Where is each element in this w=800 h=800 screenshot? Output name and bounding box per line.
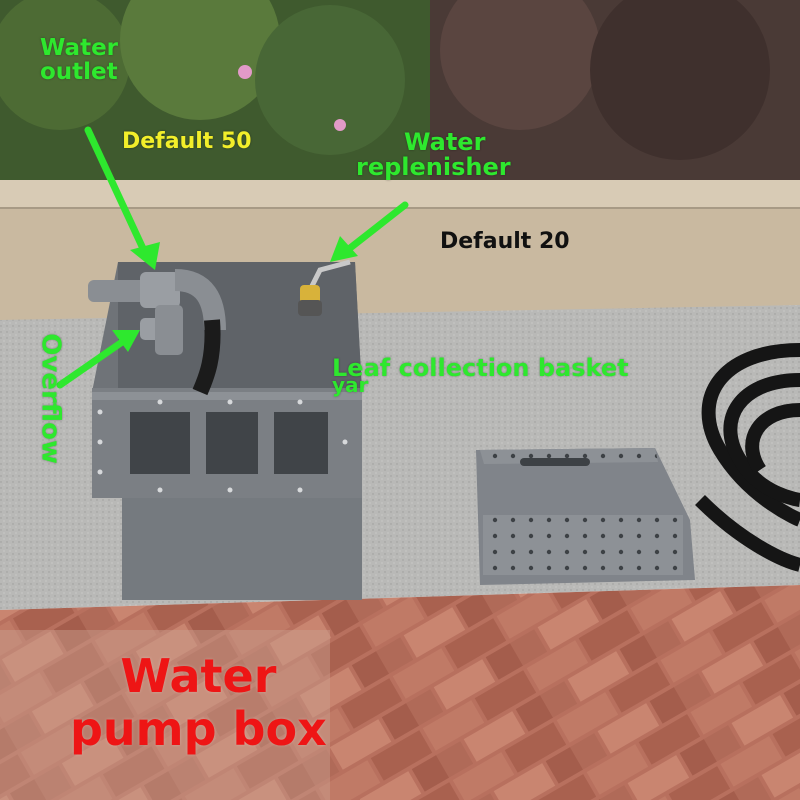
label-leaf-basket-line1: Leaf collection basket bbox=[332, 354, 629, 382]
arrow-to-replenisher bbox=[341, 201, 409, 256]
label-water-replenisher-line1: Water bbox=[404, 128, 486, 156]
label-water-replenisher-line2: replenisher bbox=[356, 153, 511, 182]
title-line2: pump box bbox=[70, 701, 327, 756]
label-default-20: Default 20 bbox=[440, 229, 570, 254]
label-leaf-collection-basket: Leaf collection basket yar bbox=[332, 354, 629, 398]
pump-box bbox=[88, 259, 362, 600]
coiled-hose bbox=[695, 343, 800, 572]
brick-pavement bbox=[0, 585, 800, 800]
title-water-pump-box: Water pump box bbox=[70, 650, 327, 756]
arrow-to-overflow bbox=[56, 336, 129, 389]
label-overflow: Overflow bbox=[35, 333, 66, 464]
label-leaf-basket-line2: yar bbox=[332, 373, 369, 398]
label-water-outlet-line2: outlet bbox=[40, 59, 118, 86]
label-water-outlet-line1: Water bbox=[40, 35, 119, 61]
annotation-arrows bbox=[56, 126, 409, 389]
label-default-50: Default 50 bbox=[122, 129, 252, 154]
arrow-to-outlet bbox=[84, 126, 150, 259]
leaf-collection-basket bbox=[476, 448, 695, 585]
label-water-replenisher: Water replenisher bbox=[356, 128, 511, 182]
title-line1: Water bbox=[120, 649, 277, 703]
label-water-outlet: Water outlet bbox=[40, 36, 118, 84]
